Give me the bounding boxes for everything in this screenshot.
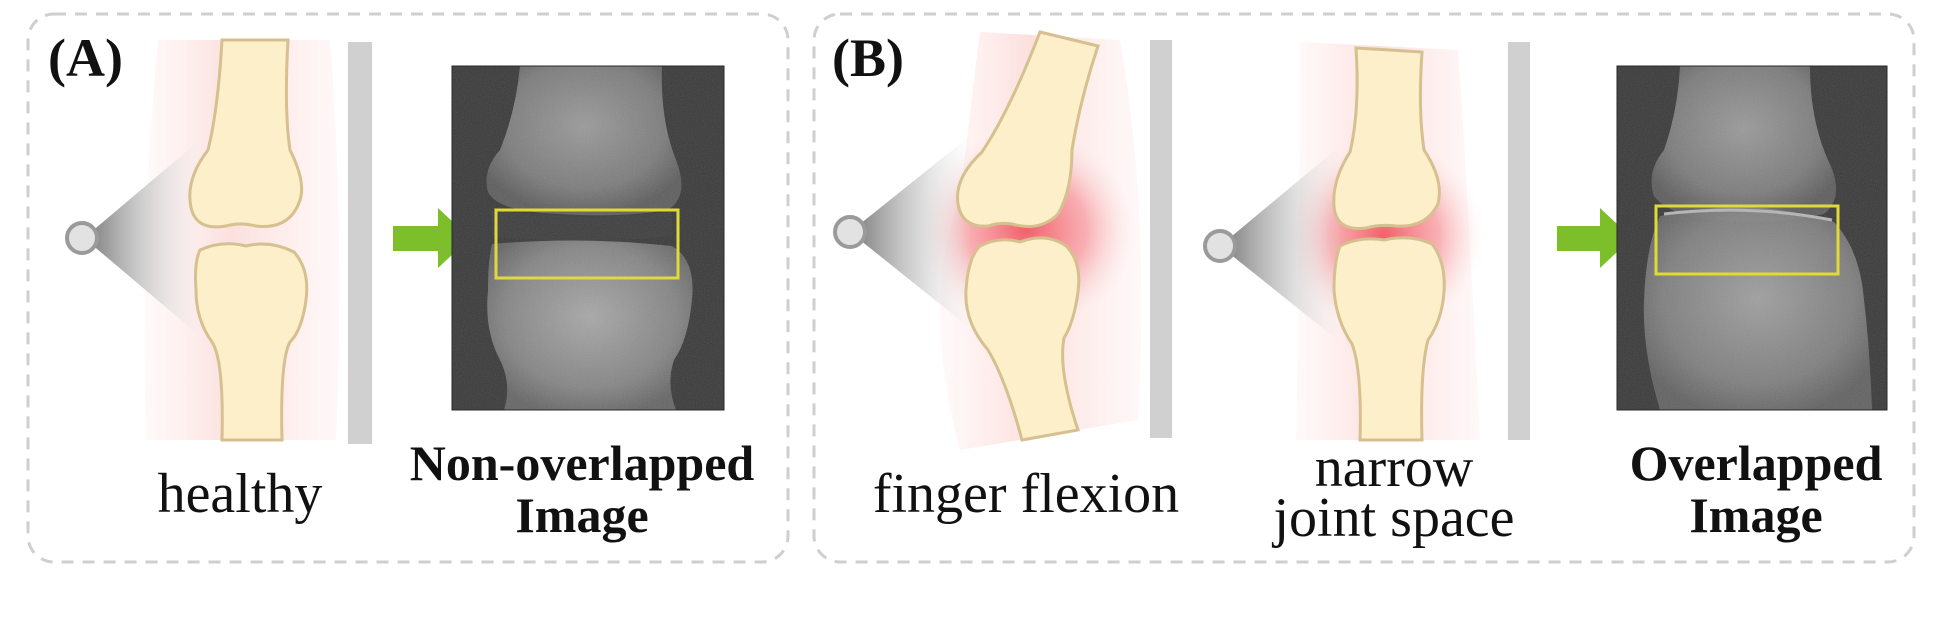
xray-frame-a	[451, 65, 725, 411]
cone-beam-icon	[84, 140, 200, 336]
panel-b-border	[812, 12, 1916, 564]
panel-a-tag: (A)	[48, 28, 123, 88]
caption-narrow-line2: joint space	[1271, 487, 1514, 549]
cone-beam-icon	[1220, 146, 1340, 342]
xray-frame-b	[1616, 65, 1888, 411]
right-arrow-icon	[1557, 208, 1632, 268]
upper-bone	[188, 38, 304, 229]
detector-plate	[348, 42, 372, 444]
narrow-joint-illustration	[1203, 42, 1484, 442]
right-arrow-icon	[393, 208, 470, 268]
caption-healthy: healthy	[158, 463, 323, 525]
panel-a: (A)	[26, 12, 790, 564]
panel-b-tag: (B)	[832, 28, 904, 88]
lower-bone	[194, 242, 309, 442]
caption-finger-flexion: finger flexion	[873, 463, 1179, 525]
circle-source-icon	[833, 215, 867, 249]
panel-a-border	[26, 12, 790, 564]
xray-image-overlapped	[1617, 66, 1887, 410]
healthy-finger-illustration	[65, 38, 340, 442]
joint-highlight-box	[494, 208, 680, 280]
lower-bone-flexed	[964, 236, 1081, 442]
caption-non-overlapped-line2: Image	[515, 487, 648, 543]
caption-narrow-line1: narrow	[1315, 437, 1474, 499]
circle-source-icon	[1203, 229, 1237, 263]
caption-overlapped-line1: Overlapped	[1630, 435, 1883, 491]
circle-source-icon	[65, 221, 99, 255]
detector-plate-narrow	[1508, 42, 1530, 440]
flexion-finger-illustration	[833, 30, 1142, 450]
joint-highlight-box	[1654, 204, 1840, 276]
panel-b: (B)	[812, 12, 1916, 564]
detector-plate-flexion	[1150, 40, 1172, 438]
lower-bone-narrow	[1332, 236, 1446, 442]
cone-beam-icon	[850, 136, 970, 328]
caption-overlapped-line2: Image	[1689, 487, 1822, 543]
xray-image-non-overlapped	[452, 66, 724, 410]
upper-bone-tilted	[956, 30, 1100, 228]
caption-non-overlapped-line1: Non-overlapped	[410, 435, 755, 491]
upper-bone-narrow	[1332, 46, 1441, 231]
